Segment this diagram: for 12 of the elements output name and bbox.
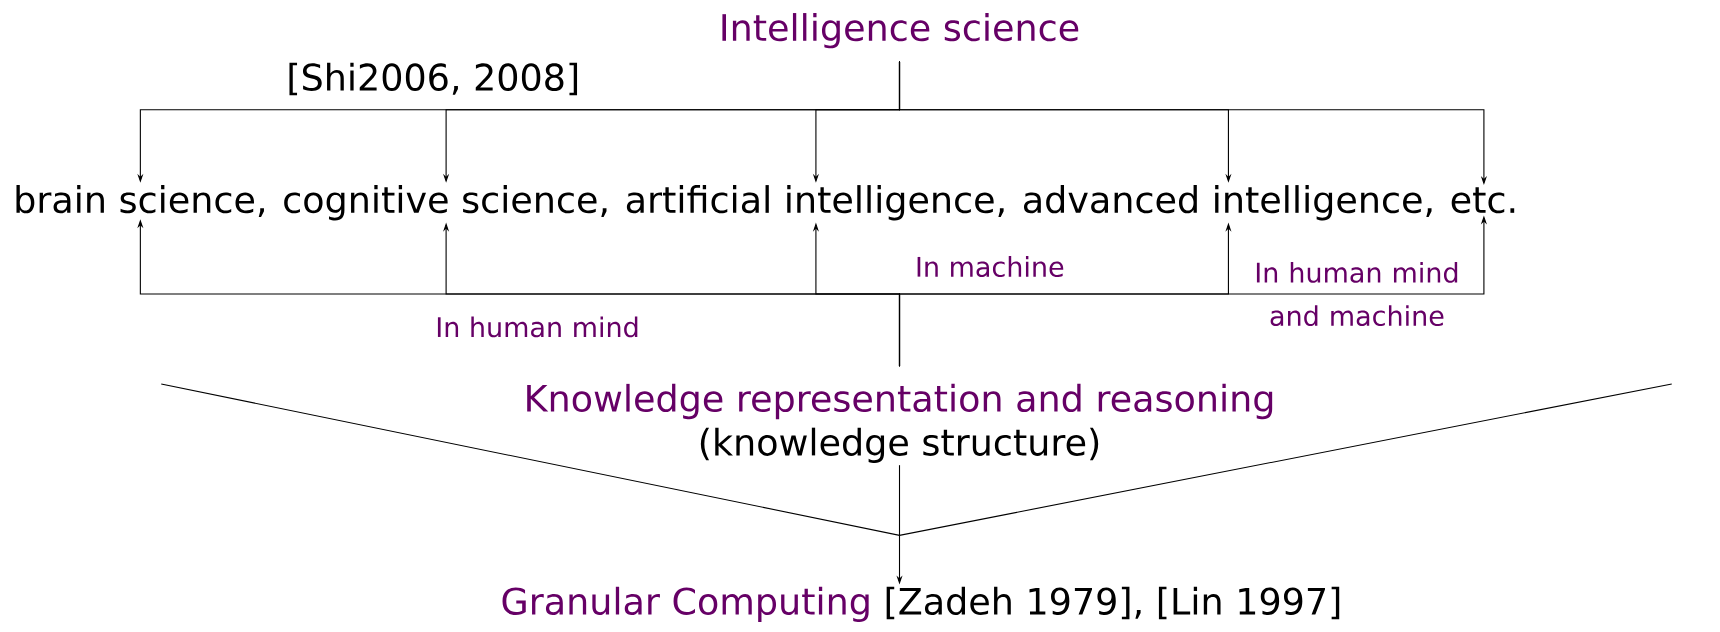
note-label: In human mind: [437, 316, 638, 338]
heading: Intelligence science: [722, 13, 1079, 49]
term-label: brain science,: [16, 185, 264, 218]
term-label: artificial intelligence,: [626, 185, 1004, 221]
term-label: advanced intelligence,: [1024, 185, 1432, 221]
concept-label: Granular Computing [Zadeh 1979], [Lin 1997]: [502, 586, 1340, 623]
term-label: etc.: [1451, 187, 1515, 214]
note-label: [Shi2006, 2008]: [289, 62, 578, 96]
note-label: In machine: [917, 256, 1064, 277]
term-label: cognitive science,: [284, 185, 607, 221]
concept-label: Knowledge representation and reasoning (knowledge structure): [527, 383, 1273, 463]
note-label: In human mind and machine: [1256, 261, 1458, 327]
